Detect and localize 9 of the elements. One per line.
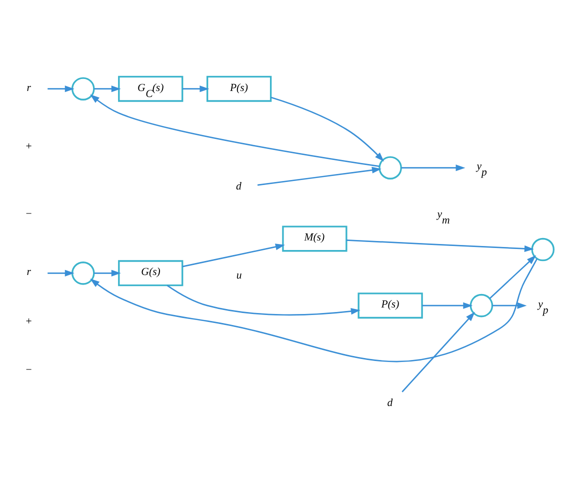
label: +	[26, 314, 32, 327]
label: +	[26, 140, 32, 152]
node-text: r	[26, 266, 31, 278]
node-text: d	[387, 396, 393, 409]
node-text: r	[26, 81, 31, 94]
label: −	[26, 363, 32, 376]
node-text: d	[236, 180, 242, 192]
label: −	[26, 207, 32, 220]
edge-label: u	[236, 268, 242, 281]
